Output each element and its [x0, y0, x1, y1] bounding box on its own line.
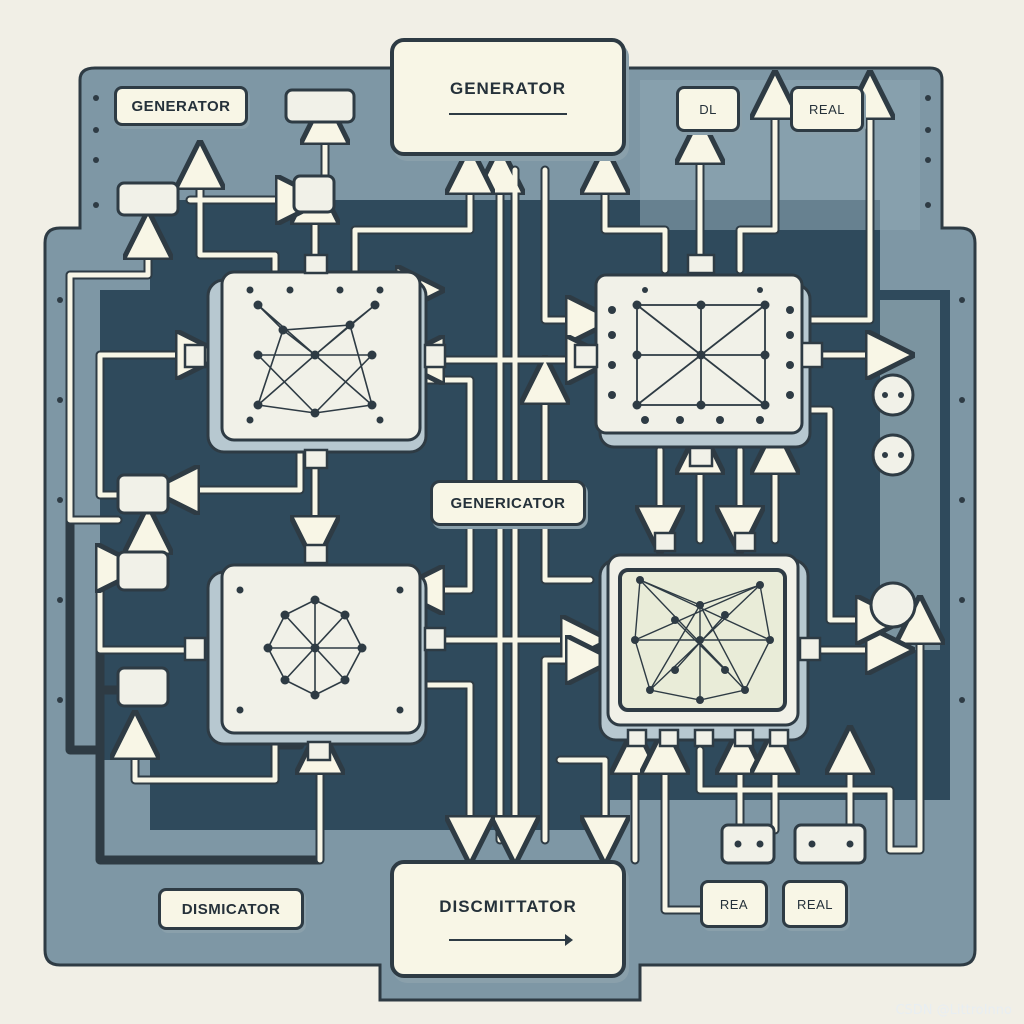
label-generator: GENERATOR	[114, 86, 248, 126]
label-dl: DL	[676, 86, 740, 132]
module-top-left	[183, 253, 447, 470]
label-rea: REA	[700, 880, 768, 928]
discmittator-block: DISCMITTATOR	[390, 860, 626, 978]
module-bottom-right	[598, 531, 822, 748]
generator-block-title: GENERATOR	[449, 79, 567, 98]
watermark: CSDN @LittroInno	[895, 1003, 1012, 1018]
connector-blocks	[116, 88, 917, 865]
module-top-right	[573, 253, 824, 468]
module-bottom-left	[183, 543, 447, 762]
board-screws	[57, 95, 965, 703]
discmittator-block-title: DISCMITTATOR	[439, 897, 577, 916]
label-dismicator: DISMICATOR	[158, 888, 304, 930]
generator-underline	[449, 113, 567, 115]
discmittator-arrow	[449, 934, 573, 946]
label-real-top: REAL	[790, 86, 864, 132]
label-real-bottom: REAL	[782, 880, 848, 928]
generator-block: GENERATOR	[390, 38, 626, 156]
label-genericator: GENERICATOR	[430, 480, 586, 526]
